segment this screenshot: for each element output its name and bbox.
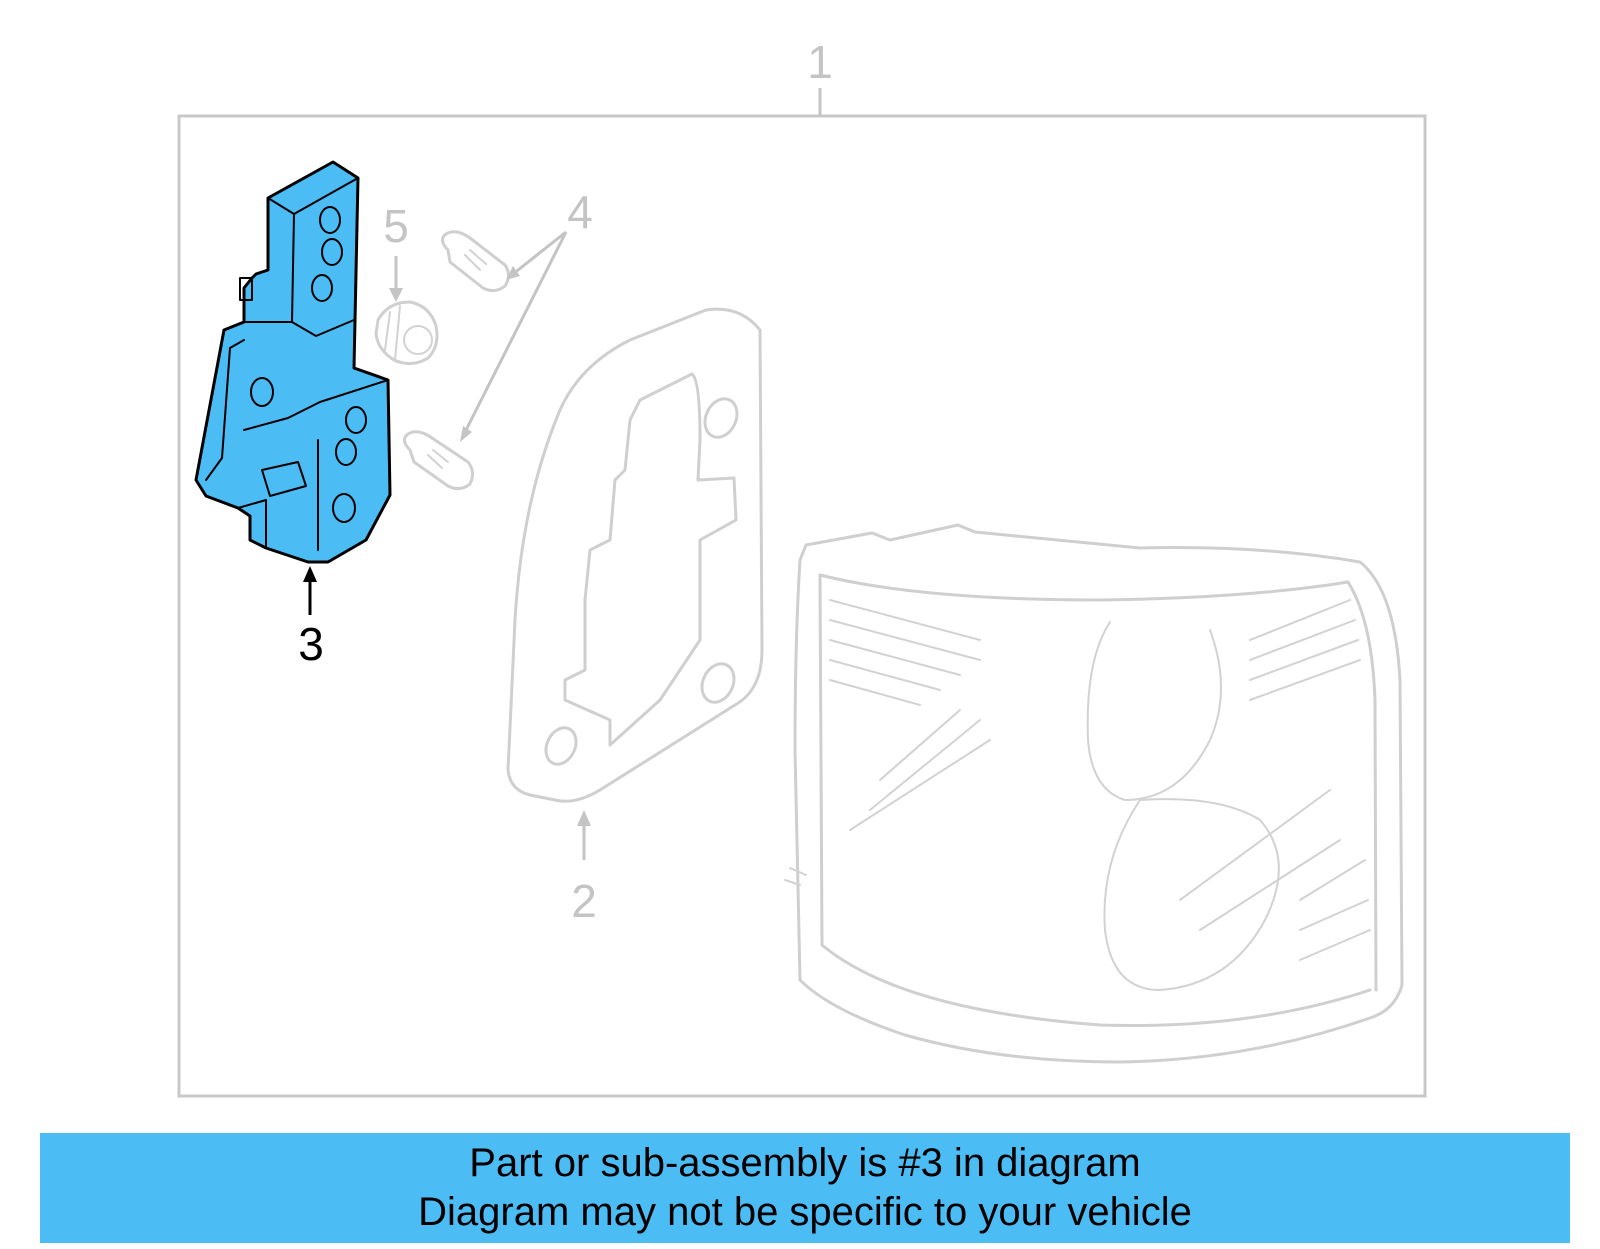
callout-1: 1 — [807, 36, 833, 88]
callout-4: 4 — [567, 186, 593, 238]
tail-lamp-assembly — [784, 523, 1404, 1064]
callout-2: 2 — [571, 875, 597, 927]
bulb-holder-part-3 — [194, 160, 392, 564]
callout-5: 5 — [383, 200, 409, 252]
banner-line-2: Diagram may not be specific to your vehi… — [418, 1190, 1192, 1234]
bulb-lower-part-4 — [403, 430, 475, 491]
arrow-4b — [460, 426, 472, 442]
banner-line-1: Part or sub-assembly is #3 in diagram — [469, 1141, 1141, 1185]
arrow-2 — [577, 810, 591, 826]
lens-hatch-lower — [849, 709, 1371, 961]
arrow-4a — [506, 266, 520, 280]
arrow-5 — [389, 288, 403, 302]
socket-part-5 — [374, 300, 439, 365]
bulb-upper-part-4 — [441, 230, 510, 293]
callout-3: 3 — [298, 618, 324, 670]
leader-4b — [460, 231, 568, 439]
gasket-part-2 — [506, 307, 764, 803]
arrow-3 — [303, 566, 317, 582]
leader-4a — [507, 230, 567, 280]
assembly-frame — [177, 114, 1427, 1098]
lens-hatch-upper — [829, 599, 1361, 706]
info-banner: Part or sub-assembly is #3 in diagram Di… — [40, 1133, 1570, 1243]
